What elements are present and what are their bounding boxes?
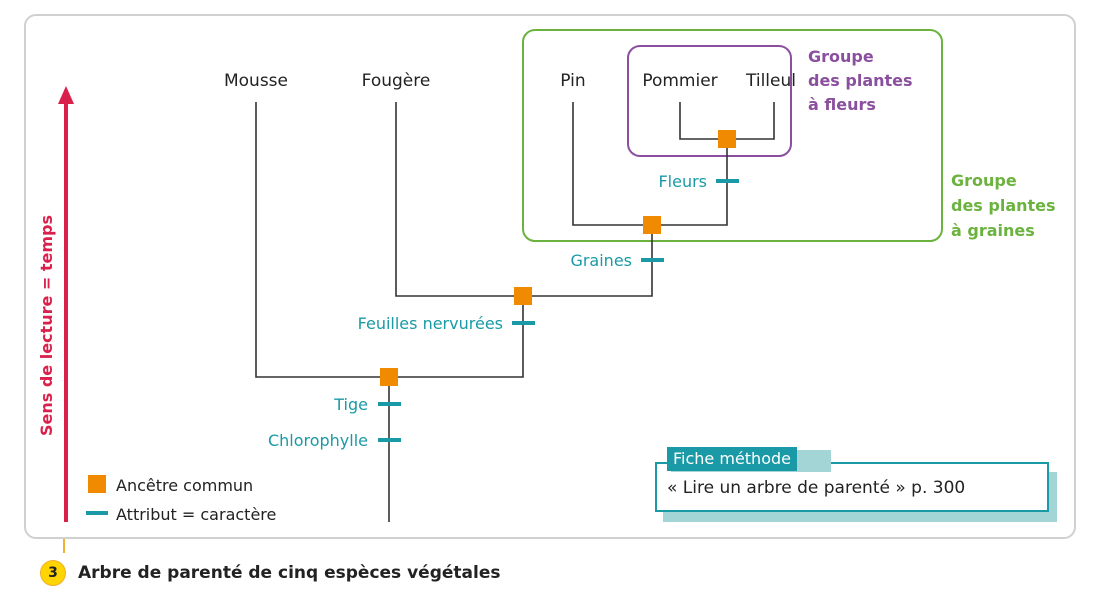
flowering-plants-group-box: [627, 45, 792, 157]
figure-caption: 3 Arbre de parenté de cinq espèces végét…: [40, 560, 500, 586]
attribute-chlorophylle: Chlorophylle: [268, 431, 368, 450]
ancestor-node-vascular: [514, 287, 532, 305]
ancestor-node-root: [380, 368, 398, 386]
species-fougere: Fougère: [362, 71, 431, 91]
figure-title: Arbre de parenté de cinq espèces végétal…: [78, 563, 501, 583]
species-pommier: Pommier: [642, 71, 717, 91]
ancestor-node-seed: [643, 216, 661, 234]
figure-number-badge: 3: [40, 560, 66, 586]
time-axis-arrowhead-icon: [58, 86, 74, 104]
ancestor-node-flowering: [718, 130, 736, 148]
attribute-tige: Tige: [333, 395, 368, 414]
seed-plants-group-box: [522, 29, 943, 242]
branch-pin: [572, 102, 728, 226]
attribute-feuilles-nervurees: Feuilles nervurées: [358, 314, 503, 333]
diagram-frame: [24, 14, 1076, 539]
fiche-methode[interactable]: « Lire un arbre de parenté » p. 300 Fich…: [655, 447, 1057, 522]
fiche-methode-tag: Fiche méthode: [667, 447, 797, 471]
species-mousse: Mousse: [224, 71, 288, 91]
species-pin: Pin: [560, 71, 585, 91]
branch-mousse: [255, 102, 524, 378]
time-axis-label: Sens de lecture = temps: [37, 215, 56, 436]
species-tilleul: Tilleul: [745, 71, 796, 91]
seed-group-label: Groupe des plantes à graines: [951, 171, 1061, 240]
flowering-group-label: Groupe des plantes à fleurs: [808, 47, 918, 114]
attribute-graines: Graines: [570, 251, 632, 270]
legend-ancestor-label: Ancêtre commun: [116, 476, 253, 495]
caption-connector: [63, 539, 65, 553]
attribute-fleurs: Fleurs: [658, 172, 707, 191]
fiche-methode-link[interactable]: « Lire un arbre de parenté » p. 300: [667, 478, 966, 498]
legend-ancestor-icon: [88, 475, 106, 493]
legend-attribute-label: Attribut = caractère: [116, 505, 276, 524]
